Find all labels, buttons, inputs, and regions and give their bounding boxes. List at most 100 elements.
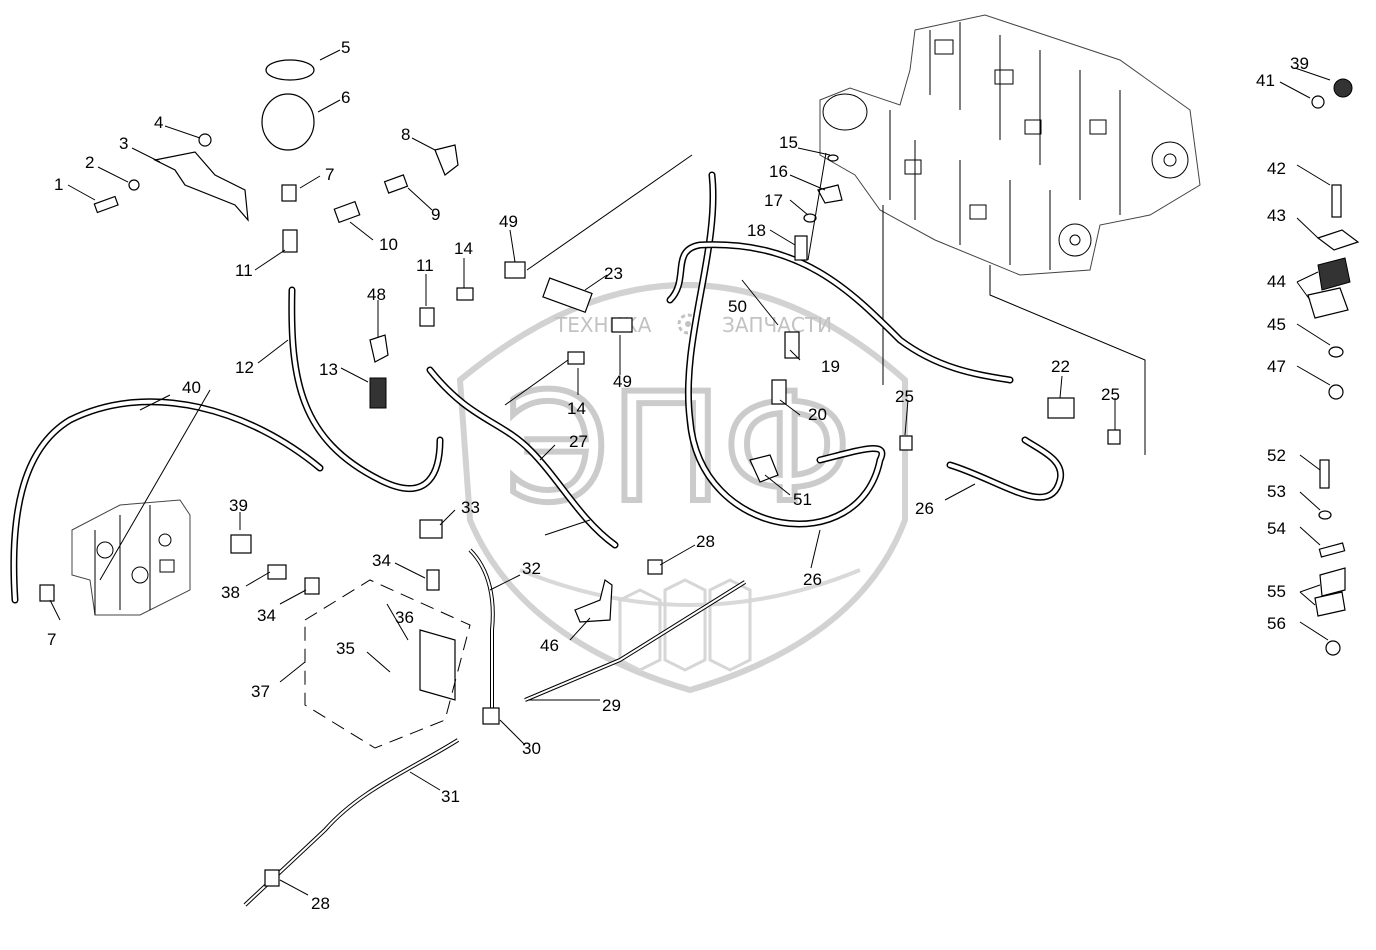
- label-30: 30: [522, 739, 541, 758]
- nut-4: [198, 133, 212, 147]
- clamp-55b: [1314, 591, 1346, 617]
- tee-11b: [419, 307, 435, 327]
- sensor-13: [369, 377, 387, 409]
- label-54: 54: [1267, 519, 1286, 538]
- hoses: [10, 171, 1065, 604]
- oring-15: [827, 154, 839, 162]
- label-16: 16: [769, 162, 788, 181]
- label-10: 10: [379, 235, 398, 254]
- accumulator: [261, 93, 315, 151]
- washer-45: [1328, 346, 1344, 358]
- tee-49: [504, 261, 526, 279]
- valve-23: [542, 277, 593, 314]
- label-50: 50: [728, 297, 747, 316]
- pipes: [243, 548, 747, 907]
- label-5: 5: [341, 38, 350, 57]
- adapter-38: [267, 564, 287, 580]
- clamp-16: [817, 184, 843, 204]
- tee-33: [419, 519, 443, 539]
- nut-56: [1325, 640, 1341, 656]
- label-6: 6: [341, 88, 350, 107]
- label-2: 2: [85, 153, 94, 172]
- label-40: 40: [182, 378, 201, 397]
- bolt-1: [93, 195, 119, 214]
- label-46: 46: [540, 636, 559, 655]
- watermark-right-text: ЗАПЧАСТИ: [722, 313, 832, 337]
- fitting-34b: [304, 577, 320, 595]
- label-11a: 11: [235, 261, 253, 280]
- label-53: 53: [1267, 482, 1286, 501]
- bolt-52: [1319, 459, 1330, 489]
- bolt-42: [1331, 184, 1342, 218]
- nut-39: [230, 534, 252, 554]
- clamp-44b: [1307, 287, 1349, 319]
- washer-53: [1318, 510, 1332, 520]
- bracket: [153, 151, 249, 222]
- nut-14: [456, 287, 474, 301]
- fitting-20: [771, 379, 787, 405]
- label-39a: 39: [229, 496, 248, 515]
- nut-28b: [264, 869, 280, 887]
- nut-14b: [567, 351, 585, 365]
- label-25b: 25: [1101, 385, 1120, 404]
- label-41: 41: [1256, 71, 1275, 90]
- clamp-44: [1317, 257, 1351, 291]
- label-29: 29: [602, 696, 621, 715]
- label-55: 55: [1267, 582, 1286, 601]
- watermark-left-text: ТЕХНИКА: [554, 313, 652, 337]
- label-8: 8: [401, 125, 410, 144]
- label-26a: 26: [915, 499, 934, 518]
- label-31: 31: [441, 787, 460, 806]
- label-22: 22: [1051, 357, 1070, 376]
- label-34b: 34: [257, 606, 276, 625]
- nut-47: [1328, 384, 1344, 400]
- label-35: 35: [336, 639, 355, 658]
- label-48: 48: [367, 285, 386, 304]
- fitting-9: [383, 174, 409, 194]
- valve-block-36: [419, 629, 456, 701]
- label-17: 17: [764, 191, 783, 210]
- tee-11: [282, 229, 298, 253]
- label-25a: 25: [895, 387, 914, 406]
- valve-block: [71, 499, 191, 616]
- tee-22: [1047, 397, 1075, 419]
- label-15: 15: [779, 133, 798, 152]
- tee-49b: [611, 317, 633, 333]
- watermark: ЭПФ ТЕХНИКА ЗАПЧАСТИ: [456, 282, 908, 694]
- parts: [39, 59, 1360, 887]
- fitting-8: [434, 144, 459, 176]
- label-26b: 26: [803, 570, 822, 589]
- bracket-46: [574, 578, 613, 623]
- part-labels: 1 2 3 4 5 6 7 7 8 9 10 11 11 12 13 14 14…: [47, 38, 1309, 913]
- tee-51: [749, 454, 779, 483]
- label-32: 32: [522, 559, 541, 578]
- nut-25: [899, 435, 913, 451]
- washer-41: [1311, 95, 1325, 109]
- label-37: 37: [251, 682, 270, 701]
- label-13: 13: [319, 360, 338, 379]
- nut-28: [647, 559, 663, 575]
- label-47: 47: [1267, 357, 1286, 376]
- label-42: 42: [1267, 159, 1286, 178]
- label-49b: 49: [613, 372, 632, 391]
- label-49a: 49: [499, 212, 518, 231]
- label-28a: 28: [696, 532, 715, 551]
- label-1: 1: [54, 175, 63, 194]
- label-4: 4: [154, 113, 163, 132]
- fitting-19: [784, 331, 800, 359]
- tee-30: [482, 707, 500, 725]
- watermark-big-text: ЭПФ: [505, 362, 852, 536]
- dashed-group-37: [304, 579, 471, 749]
- fitting-7: [281, 184, 297, 202]
- label-23: 23: [604, 264, 623, 283]
- label-9: 9: [431, 205, 440, 224]
- washer-2: [128, 179, 140, 191]
- adapter-10: [333, 200, 361, 224]
- label-51: 51: [793, 490, 812, 509]
- label-14b: 14: [567, 399, 586, 418]
- label-3: 3: [119, 134, 128, 153]
- label-19: 19: [821, 357, 840, 376]
- nut-39b: [1333, 78, 1353, 98]
- label-28b: 28: [311, 894, 330, 913]
